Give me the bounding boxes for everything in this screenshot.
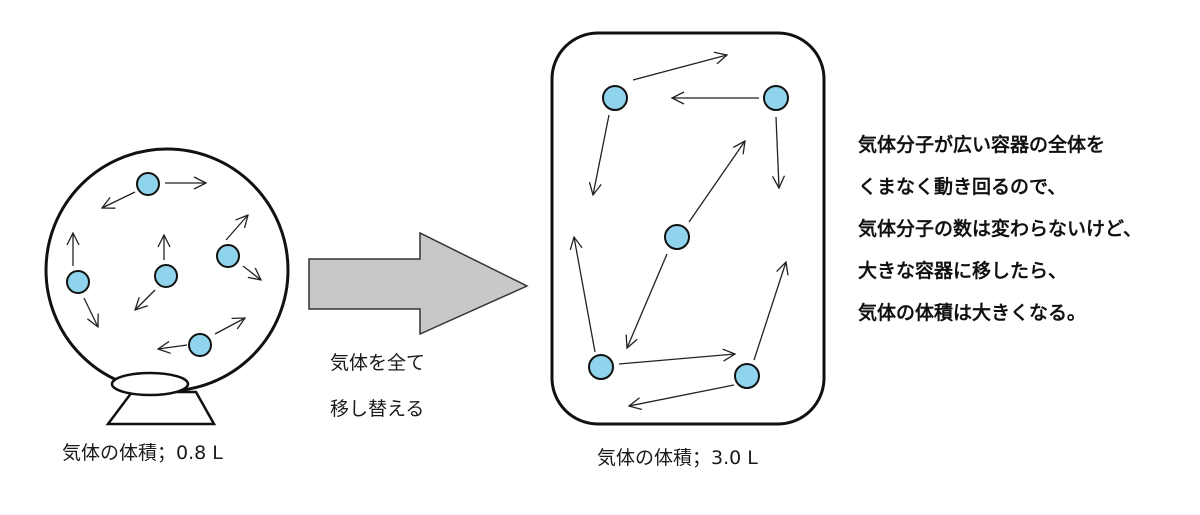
motion-arrow (753, 262, 786, 361)
molecule (734, 363, 760, 389)
molecule (216, 244, 240, 268)
container-outline (550, 31, 826, 426)
explanation-line: くまなく動き回るので、 (858, 176, 1067, 198)
left-volume-label: 気体の体積；0.8 L (62, 442, 223, 464)
molecule (763, 85, 789, 111)
transfer-label-line-2: 移し替える (330, 398, 425, 420)
large-container (550, 31, 826, 426)
motion-arrow (135, 289, 156, 310)
flask-neck (110, 371, 190, 397)
molecule (154, 264, 178, 288)
transfer-arrow (308, 231, 529, 336)
motion-arrow (618, 354, 735, 365)
molecule (188, 333, 212, 357)
motion-arrow (214, 318, 245, 335)
motion-arrow (632, 55, 727, 81)
flask-stand (105, 390, 217, 426)
explanation-text: 気体分子が広い容器の全体を くまなく動き回るので、 気体分子の数は変わらないけど… (858, 130, 1142, 340)
transfer-label-line-1: 気体を全て (330, 352, 426, 374)
explanation-line: 気体分子の数は変わらないけど、 (858, 218, 1143, 240)
motion-arrow (688, 141, 745, 223)
motion-arrow (242, 265, 261, 280)
motion-arrow (627, 253, 668, 348)
explanation-line: 気体の体積は大きくなる。 (858, 302, 1087, 324)
molecule (66, 270, 90, 294)
explanation-line: 大きな容器に移したら、 (858, 260, 1068, 282)
small-flask (44, 147, 290, 426)
molecule (602, 85, 628, 111)
motion-arrow (776, 116, 779, 188)
large-container-motion-arrows (574, 55, 786, 406)
small-flask-motion-arrows (73, 183, 261, 349)
right-volume-label: 気体の体積；3.0 L (597, 447, 758, 469)
motion-arrow (225, 215, 248, 241)
motion-arrow (83, 297, 98, 327)
small-flask-molecules (66, 172, 240, 357)
explanation-line: 気体分子が広い容器の全体を (858, 134, 1106, 156)
molecule (664, 224, 690, 250)
motion-arrow (629, 384, 735, 406)
molecule (588, 354, 614, 380)
motion-arrow (158, 345, 188, 349)
motion-arrow (102, 191, 136, 208)
motion-arrow (574, 237, 596, 353)
molecule (136, 172, 160, 196)
motion-arrow (593, 114, 610, 195)
large-container-molecules (588, 85, 789, 389)
